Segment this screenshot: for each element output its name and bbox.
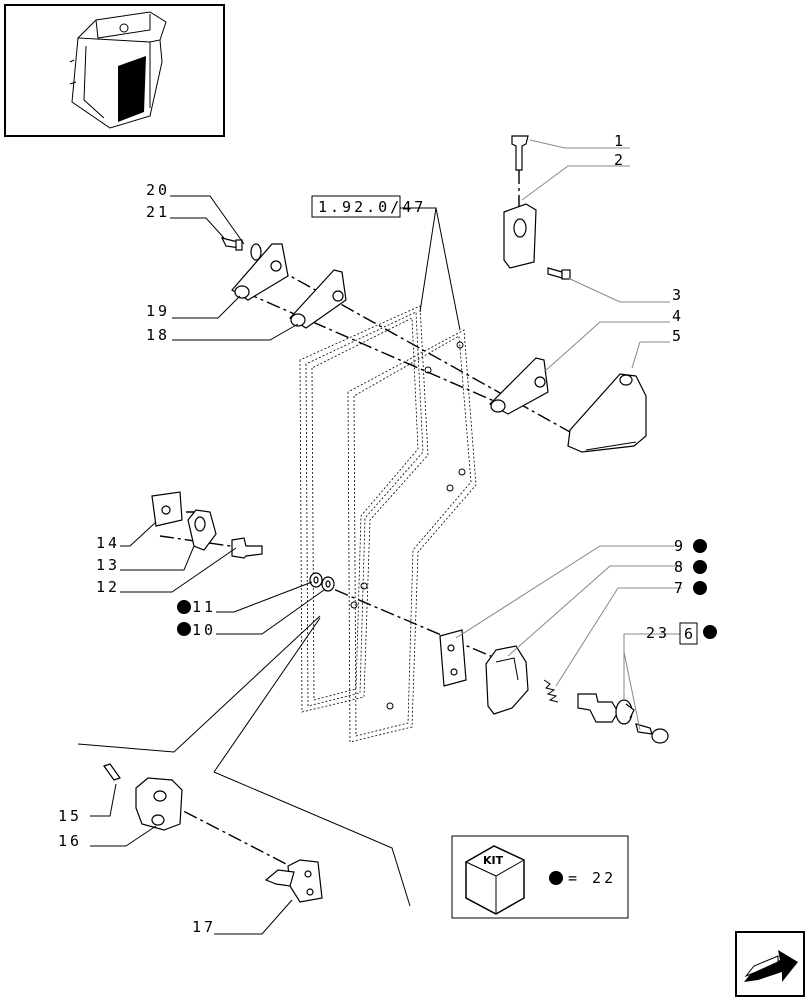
part-bolt-21: [220, 237, 243, 251]
kit-bullets: [177, 539, 717, 639]
bullet-dot-icon: [549, 871, 563, 885]
next-page-button[interactable]: [735, 931, 805, 997]
callout-16: 16: [58, 832, 82, 850]
next-page-arrow-icon: [744, 950, 798, 982]
bullet-dot-icon: [693, 539, 707, 553]
part-bracket-19: [231, 243, 289, 301]
part-bracket-18: [289, 269, 347, 329]
callout-5: 5: [672, 327, 684, 345]
part-washer-10: [321, 576, 335, 592]
kit-box-icon: KIT: [465, 845, 525, 915]
reference-box: 1.92.0/47: [311, 195, 461, 331]
part-hinge-2: [503, 203, 537, 269]
part-screw-15: [103, 763, 121, 781]
part-latch-16: [135, 777, 183, 831]
bullet-dot-icon: [693, 560, 707, 574]
callout-2: 2: [614, 151, 626, 169]
bullet-dot-icon: [177, 600, 191, 614]
callout-10: 10: [192, 621, 216, 639]
bullet-dot-icon: [703, 625, 717, 639]
part-plate-9: [439, 629, 467, 687]
part-key: [635, 723, 669, 744]
part-striker-17: [264, 859, 323, 903]
part-handle-5: [567, 373, 647, 453]
callout-23: 23: [646, 624, 670, 642]
callout-15: 15: [58, 807, 82, 825]
section-lines: [77, 615, 411, 907]
callout-6: 6: [684, 625, 696, 643]
callout-11: 11: [192, 598, 216, 616]
part-washer-11: [309, 572, 323, 588]
callout-13: 13: [96, 556, 120, 574]
cab-thumbnail: [4, 4, 225, 137]
part-cylinder-6: [577, 693, 635, 725]
callout-7: 7: [674, 579, 686, 597]
part-plate-14: [151, 491, 183, 527]
part-bracket-4: [489, 357, 549, 415]
callout-1: 1: [614, 132, 626, 150]
callout-12: 12: [96, 578, 120, 596]
callout-14: 14: [96, 534, 120, 552]
callout-18: 18: [146, 326, 170, 344]
callout-20: 20: [146, 181, 170, 199]
glass-panel-outer: [299, 305, 429, 713]
callout-9: 9: [674, 537, 686, 555]
part-washer-20: [250, 243, 262, 261]
reference-label: 1.92.0/47: [318, 198, 426, 216]
bullet-dot-icon: [693, 581, 707, 595]
callout-labels: 1 2 3 4 5 9 8 7 23 6 20 21 19 18 14 13 1…: [58, 132, 698, 936]
cab-thumbnail-icon: [69, 11, 167, 129]
callout-8: 8: [674, 558, 686, 576]
part-bolt-1: [511, 135, 529, 171]
callout-3: 3: [672, 286, 684, 304]
callout-19: 19: [146, 302, 170, 320]
part-screw-3: [547, 267, 571, 280]
callout-4: 4: [672, 307, 684, 325]
callout-17: 17: [192, 918, 216, 936]
leader-lines: [90, 139, 682, 935]
kit-legend-text: = 22: [568, 869, 616, 887]
part-spring-7: [543, 679, 559, 703]
bullet-dot-icon: [177, 622, 191, 636]
kit-label: KIT: [483, 854, 504, 867]
kit-legend: KIT = 22: [451, 835, 629, 919]
part-pin-12: [231, 537, 263, 559]
part-lock-body-8: [485, 645, 529, 715]
callout-21: 21: [146, 203, 170, 221]
